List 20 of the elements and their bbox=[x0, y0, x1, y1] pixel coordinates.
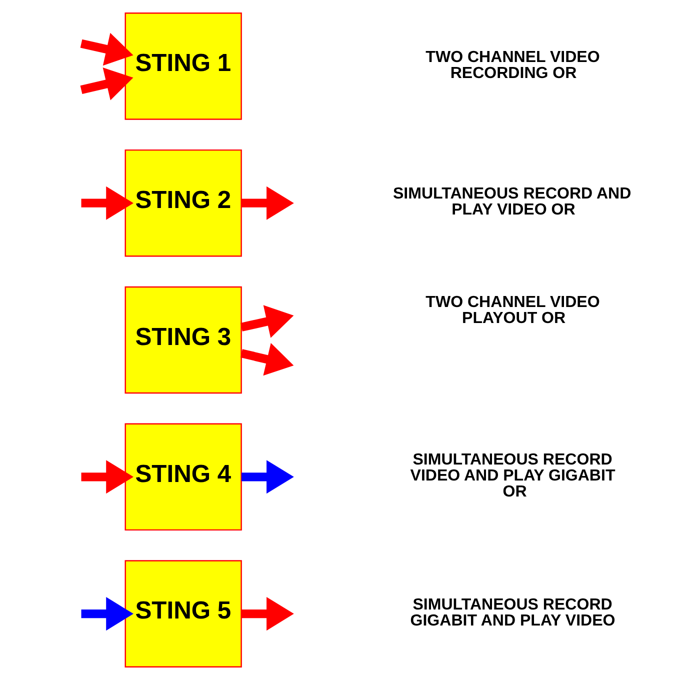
label: SIMULTANEOUS RECORD GIGABIT AND PLAY VIDEO bbox=[410, 595, 615, 630]
node-box: STING 1 bbox=[124, 12, 242, 120]
arrow bbox=[240, 342, 294, 376]
arrow bbox=[80, 32, 133, 66]
arrow bbox=[80, 68, 133, 100]
arrow bbox=[240, 186, 294, 220]
arrow bbox=[240, 305, 294, 338]
label: SIMULTANEOUS RECORD AND PLAY VIDEO OR bbox=[392, 184, 631, 219]
node-box: STING 2 bbox=[124, 149, 242, 257]
label: TWO CHANNEL VIDEO PLAYOUT OR bbox=[425, 293, 600, 328]
arrow bbox=[240, 597, 294, 631]
arrow bbox=[80, 597, 133, 631]
node-box: STING 3 bbox=[124, 286, 242, 394]
label: SIMULTANEOUS RECORD VIDEO AND PLAY GIGABIT OR bbox=[410, 450, 615, 501]
arrow bbox=[80, 460, 133, 494]
node-box: STING 5 bbox=[124, 560, 242, 668]
node-box: STING 4 bbox=[124, 423, 242, 531]
arrow bbox=[80, 186, 133, 220]
arrow bbox=[240, 460, 294, 494]
label: TWO CHANNEL VIDEO RECORDING OR bbox=[425, 48, 600, 82]
